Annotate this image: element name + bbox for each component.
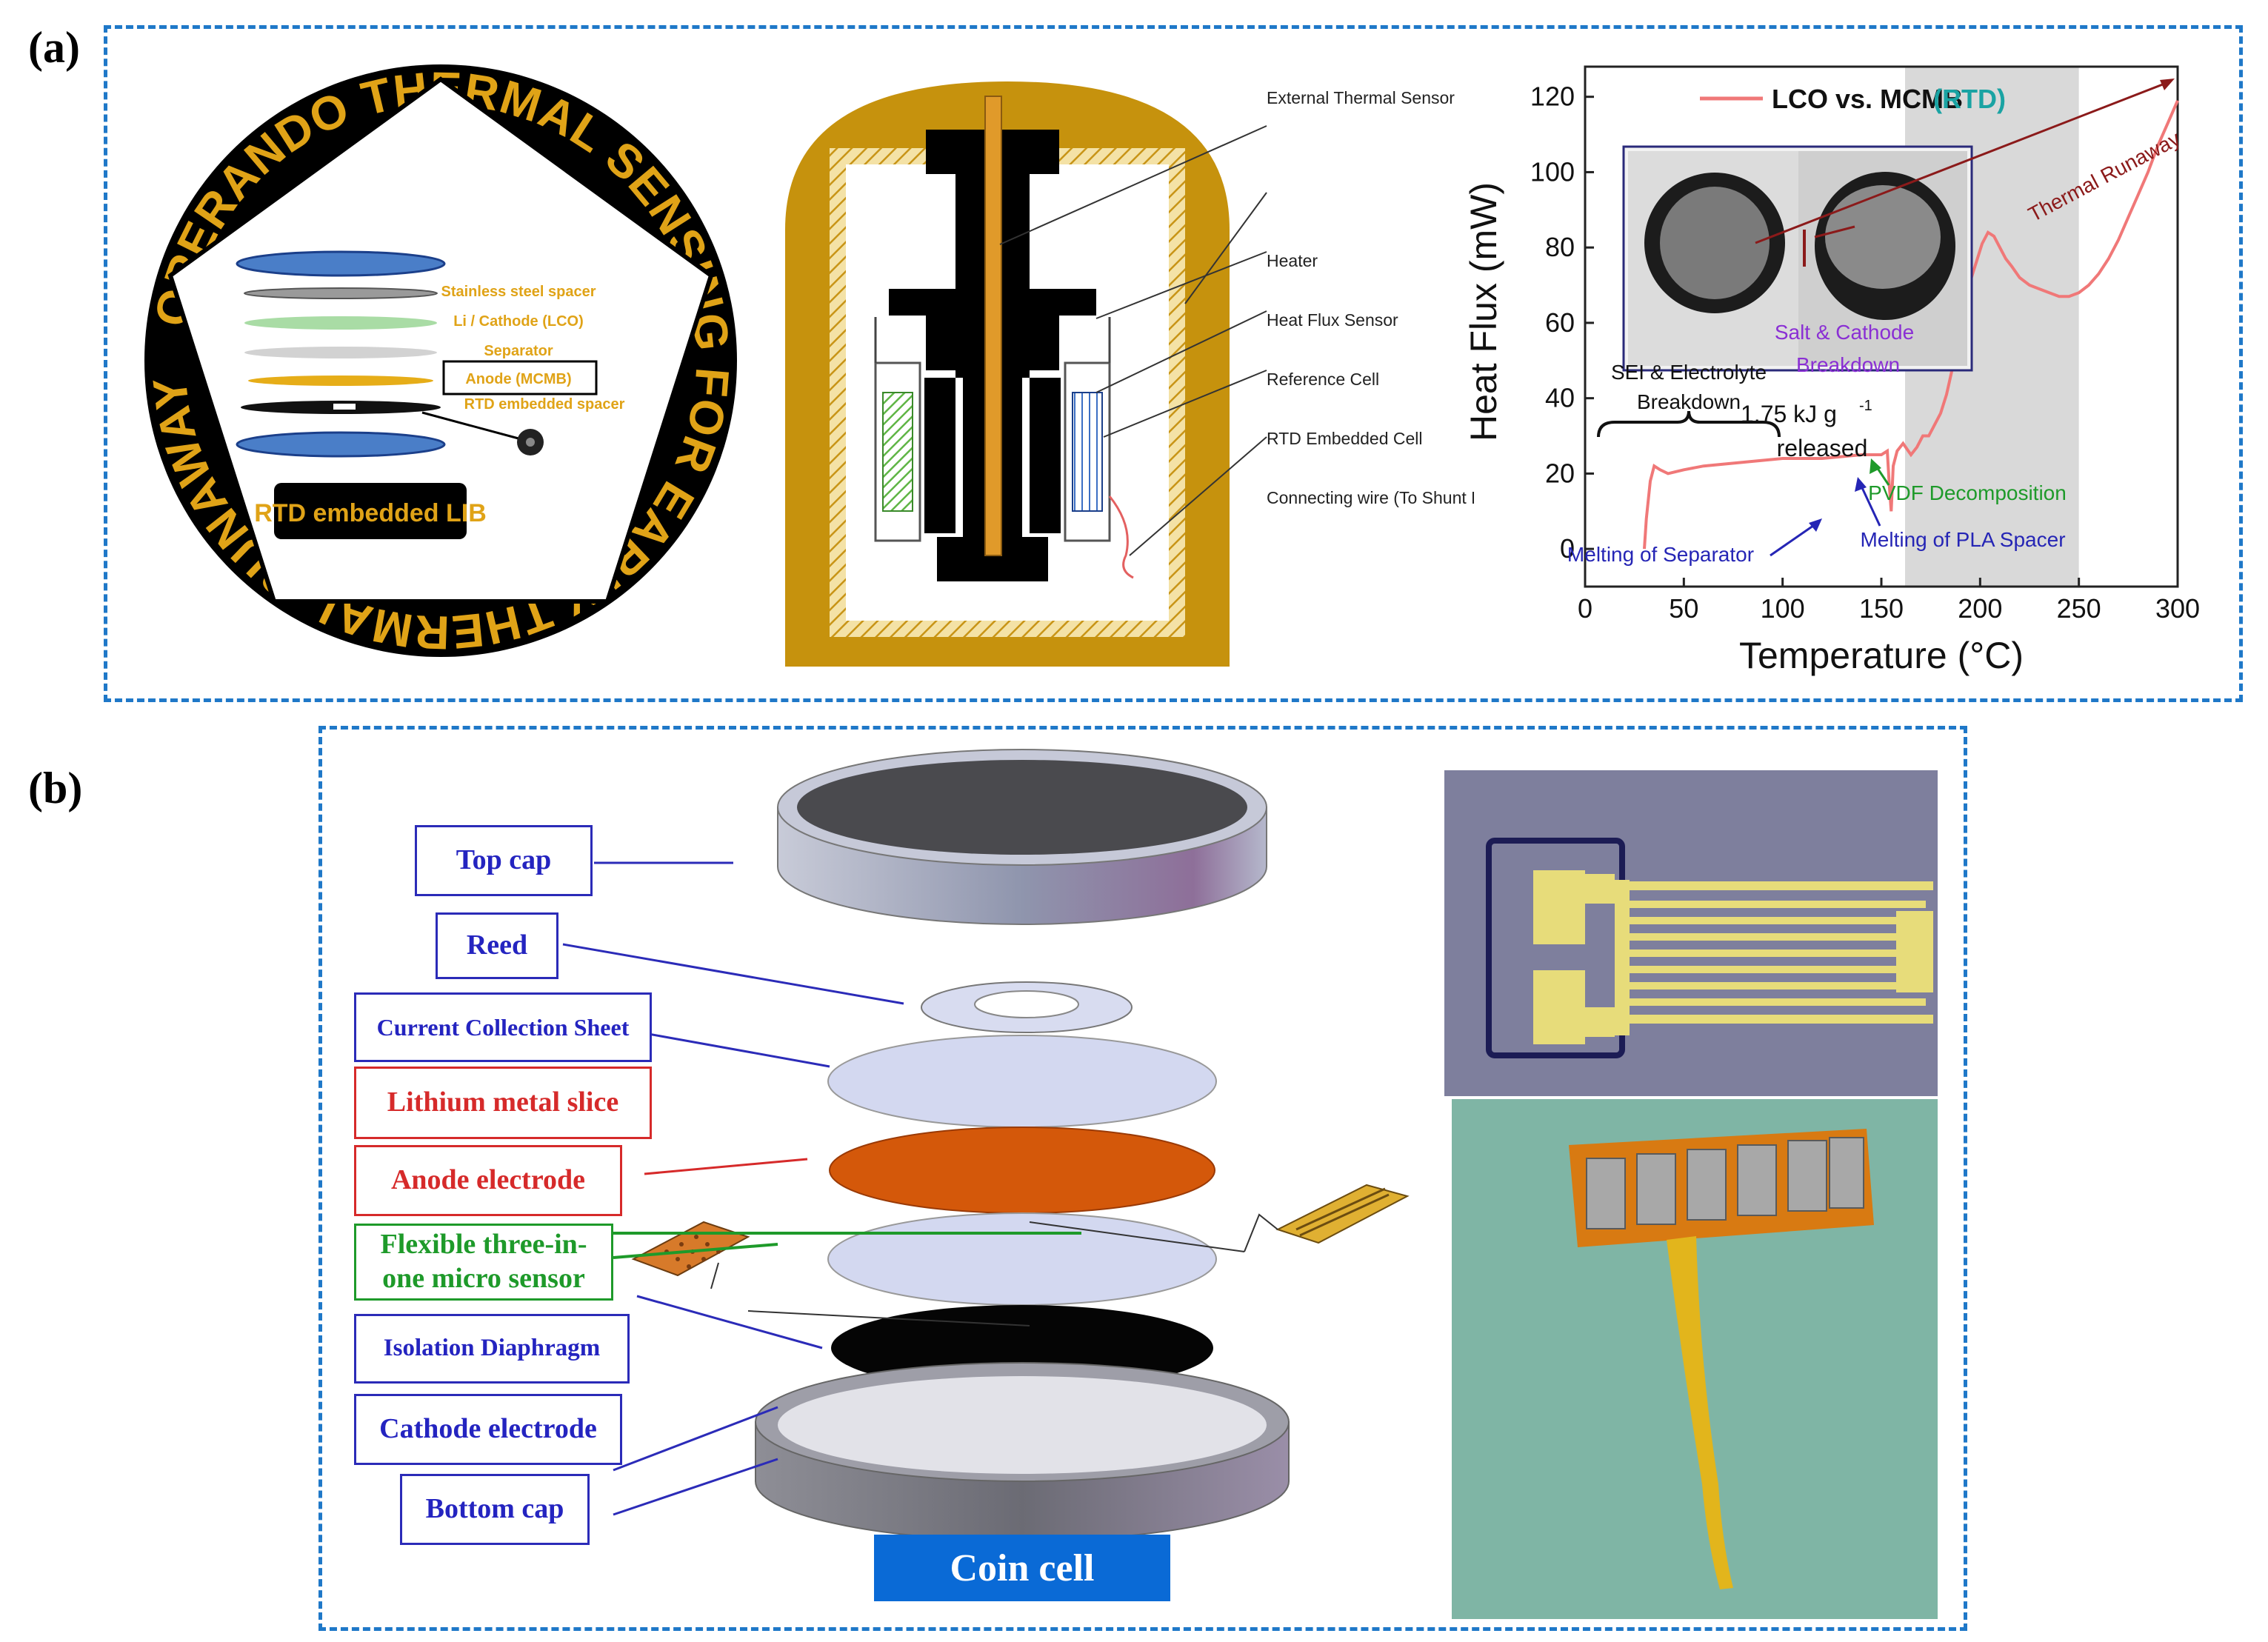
- heat-flux-chart: 0 50 100 150 200 250 300 0 20 40 60 80 100 120 LCO vs…: [1463, 65, 2200, 676]
- panel-b-frame: [318, 726, 1967, 1631]
- label-anode-electrode: Anode electrode: [354, 1145, 622, 1216]
- annotation-released-value-text: 1.75 kJ g: [1741, 401, 1837, 427]
- annotation-melting-separator: Melting of Separator: [1567, 543, 1754, 566]
- label-isolation-diaphragm: Isolation Diaphragm: [354, 1314, 630, 1384]
- label-cathode-electrode: Cathode electrode: [354, 1394, 622, 1465]
- current-collection-sheet-part: [827, 1035, 1217, 1128]
- y-tick-label-1: 20: [1545, 458, 1575, 488]
- lithium-slice-part: [829, 1127, 1215, 1214]
- x-tick-label-0: 0: [1578, 593, 1592, 624]
- x-tick-label-2: 100: [1761, 593, 1805, 624]
- rtd-lib-banner: [274, 483, 467, 539]
- x-tick-label-1: 50: [1669, 593, 1698, 624]
- flexible-sensor-photo: [1452, 1099, 1938, 1619]
- label-flexible-sensor: Flexible three-in-one micro sensor: [354, 1224, 613, 1301]
- annotation-pvdf: PVDF Decomposition: [1868, 481, 2067, 504]
- label-rtd-embedded-cell: RTD Embedded Cell: [1267, 429, 1423, 448]
- inset-cell-photo: [1622, 145, 1973, 372]
- label-reed: Reed: [436, 912, 558, 979]
- microscope-sensor-photo: [1444, 770, 1938, 1096]
- y-tick-label-5: 100: [1530, 156, 1575, 187]
- chart-x-axis-label: Temperature (°C): [1739, 635, 2024, 676]
- rtd-lib-banner-text: RTD embedded LIB: [254, 499, 487, 527]
- label-stainless-spacer: Stainless steel spacer: [441, 284, 596, 300]
- annotation-melting-pla: Melting of PLA Spacer: [1860, 528, 2065, 551]
- label-anode: Anode (MCMB): [465, 371, 571, 387]
- legend-label-rtd: (RTD): [1933, 84, 2006, 114]
- bottom-spacer-disc: [236, 431, 446, 458]
- sensor-chip-right: [1244, 1184, 1410, 1252]
- y-tick-label-3: 60: [1545, 307, 1575, 338]
- panel-a-frame: [104, 25, 2243, 702]
- top-spacer-disc: [236, 250, 446, 277]
- annotation-sei-line1: SEI & Electrolyte: [1611, 361, 1767, 384]
- label-top-cap: Top cap: [415, 825, 593, 896]
- annotation-released-exponent: -1: [1859, 398, 1872, 414]
- chart-y-axis-label: Heat Flux (mW): [1463, 182, 1504, 441]
- x-tick-label-4: 200: [1958, 593, 2002, 624]
- logo-pentagon: [167, 76, 714, 604]
- panel-a-letter: (a): [28, 23, 80, 72]
- label-lithium-metal-slice: Lithium metal slice: [354, 1067, 652, 1139]
- y-tick-label-2: 40: [1545, 383, 1575, 413]
- annotation-released-word: released: [1777, 435, 1868, 461]
- x-tick-label-6: 300: [2155, 593, 2200, 624]
- bottom-cap-part: [755, 1362, 1290, 1541]
- anode-electrode-part: [827, 1212, 1217, 1306]
- y-tick-label-4: 80: [1545, 232, 1575, 262]
- label-heater: Heater: [1267, 251, 1318, 270]
- coin-cell-exploded-view: [562, 749, 1410, 1541]
- top-cap-part: [777, 749, 1267, 925]
- rtd-logo: OPERANDO THERMAL SENSING FOR EARLY THERM…: [119, 39, 738, 660]
- y-tick-label-0: 0: [1560, 533, 1575, 564]
- label-reference-cell: Reference Cell: [1267, 370, 1379, 389]
- x-tick-label-5: 250: [2057, 593, 2101, 624]
- reed-part: [921, 981, 1133, 1033]
- annotation-sei-line2: Breakdown: [1637, 390, 1741, 413]
- label-li-cathode: Li / Cathode (LCO): [453, 313, 584, 330]
- label-current-collection-sheet: Current Collection Sheet: [354, 992, 652, 1062]
- coin-cell-title: Coin cell: [874, 1535, 1170, 1601]
- label-external-thermal-sensor: External Thermal Sensor: [1267, 88, 1455, 107]
- legend-label: LCO vs. MCMB: [1772, 84, 1963, 114]
- annotation-salt-line2: Breakdown: [1796, 353, 1900, 376]
- label-bottom-cap: Bottom cap: [400, 1474, 590, 1545]
- label-separator: Separator: [484, 343, 553, 359]
- annotation-salt-line1: Salt & Cathode: [1775, 321, 1914, 344]
- x-tick-label-3: 150: [1859, 593, 1904, 624]
- label-heat-flux-sensor: Heat Flux Sensor: [1267, 310, 1398, 330]
- calorimeter-diagram: External Thermal Sensor Heater Heat Flux…: [785, 81, 1474, 667]
- y-tick-label-6: 120: [1530, 81, 1575, 112]
- panel-b-letter: (b): [28, 764, 83, 812]
- sei-brace: [1597, 410, 1781, 438]
- label-connecting-wire: Connecting wire (To Shunt Resistor): [1267, 488, 1474, 507]
- label-rtd-spacer: RTD embedded spacer: [464, 396, 625, 413]
- chart-plot-frame: [1584, 65, 2179, 588]
